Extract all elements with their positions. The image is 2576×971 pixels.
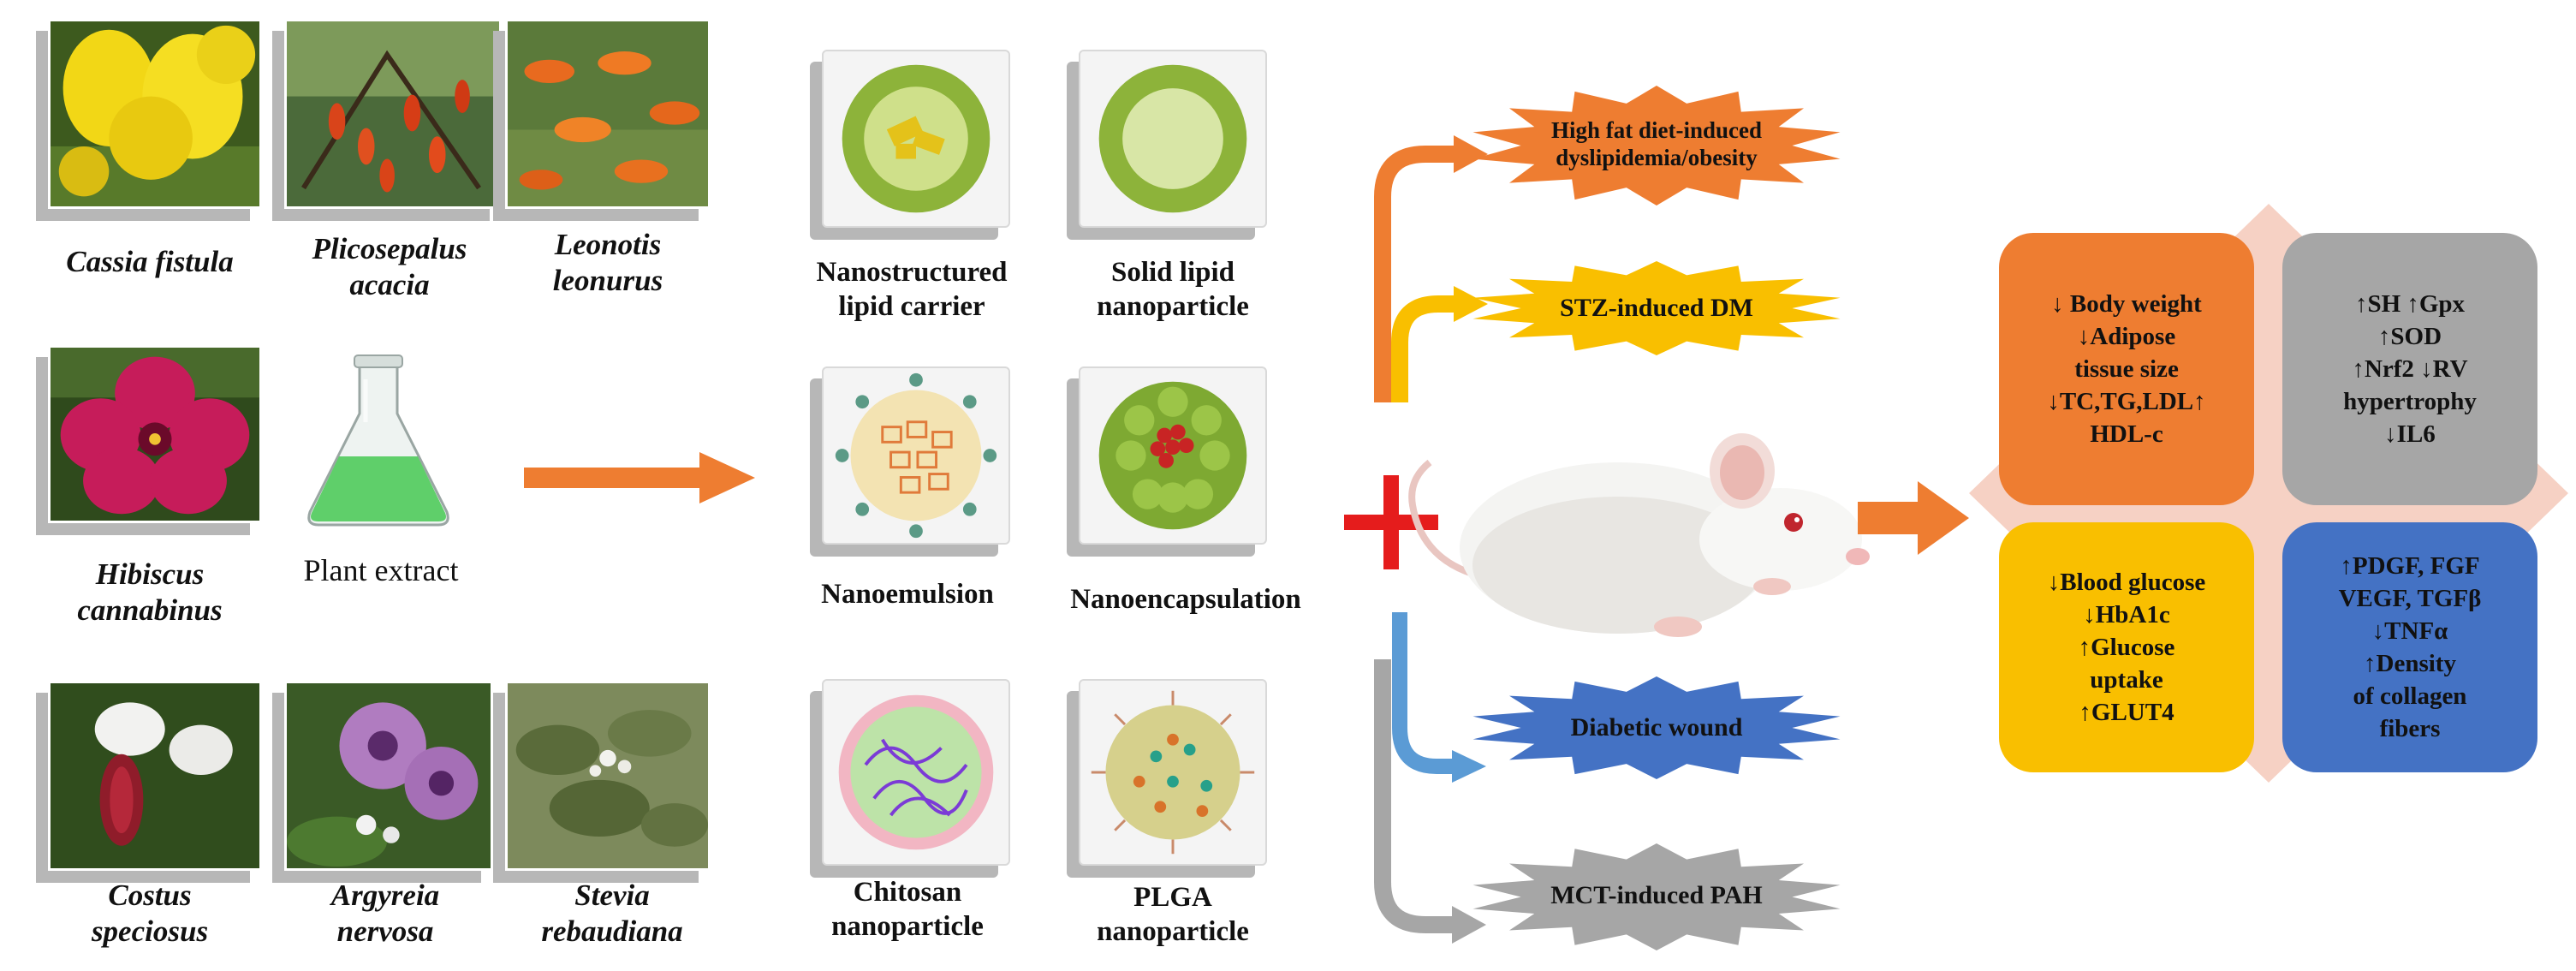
effect-box-pah: ↑SH ↑Gpx ↑SOD ↑Nrf2 ↓RV hypertrophy ↓IL6 xyxy=(2282,233,2537,505)
nanoencapsulation-icon xyxy=(1098,381,1247,530)
plga-nanoparticle-icon xyxy=(1091,690,1255,855)
arrow-mouse-to-effects xyxy=(1858,481,1969,555)
burst-pah xyxy=(1472,843,1841,950)
burst-wound xyxy=(1472,676,1841,779)
effect-box-diabetes: ↓Blood glucose ↓HbA1c ↑Glucose uptake ↑G… xyxy=(1999,522,2254,772)
solid-lipid-nanoparticle-icon xyxy=(1098,64,1247,213)
model-label-dm: STZ-induced DM xyxy=(1560,294,1753,322)
hibiscus-cannabinus-photo xyxy=(48,345,262,523)
nanoemulsion-icon xyxy=(835,372,997,539)
nanoencapsulation-tile xyxy=(1079,366,1267,545)
effect-box-obesity: ↓ Body weight ↓Adipose tissue size ↓TC,T… xyxy=(1999,233,2254,505)
model-label-wound: Diabetic wound xyxy=(1570,713,1743,742)
arrow-shape xyxy=(524,452,755,503)
chitosan-nanoparticle-icon xyxy=(838,694,994,850)
plicosepalus-acacia-photo xyxy=(284,19,502,209)
plga-nanoparticle-tile xyxy=(1079,679,1267,866)
plant-extract-flask-image xyxy=(293,345,464,535)
nanostructured-lipid-carrier-tile xyxy=(822,50,1010,228)
model-label-pah: MCT-induced PAH xyxy=(1550,881,1763,909)
cassia-fistula-photo xyxy=(48,19,262,209)
branch-arrow-pah xyxy=(1374,659,1486,944)
branch-connectors xyxy=(1374,135,1488,944)
nanostructured-lipid-carrier-icon xyxy=(842,64,991,213)
nano-label-nanoencapsulation: Nanoencapsulation xyxy=(1070,584,1301,615)
costus-speciosus-photo xyxy=(48,681,262,871)
argyreia-nervosa-photo xyxy=(284,681,493,871)
burst-obesity xyxy=(1472,86,1841,206)
mouse-tail xyxy=(1408,459,1474,577)
nano-label-nanoemulsion: Nanoemulsion xyxy=(821,579,994,610)
leonotis-leonurus-photo xyxy=(505,19,711,209)
burst-dm xyxy=(1472,261,1841,355)
mouse-image xyxy=(1408,433,1870,637)
effect-box-wound: ↑PDGF, FGF VEGF, TGFβ ↓TNFα ↑Density of … xyxy=(2282,522,2537,772)
branch-arrow-wound xyxy=(1392,612,1486,783)
chitosan-nanoparticle-tile xyxy=(822,679,1010,866)
plant-label-cassia-fistula: Cassia fistula xyxy=(66,245,234,278)
plant-label-plant-extract: Plant extract xyxy=(303,553,459,587)
arrow-plants-to-nanoparticles xyxy=(524,452,755,503)
nanoemulsion-tile xyxy=(822,366,1010,545)
branch-arrow-dm xyxy=(1391,286,1488,402)
branch-arrow-obesity xyxy=(1374,135,1488,402)
stevia-rebaudiana-photo xyxy=(505,681,711,871)
solid-lipid-nanoparticle-tile xyxy=(1079,50,1267,228)
